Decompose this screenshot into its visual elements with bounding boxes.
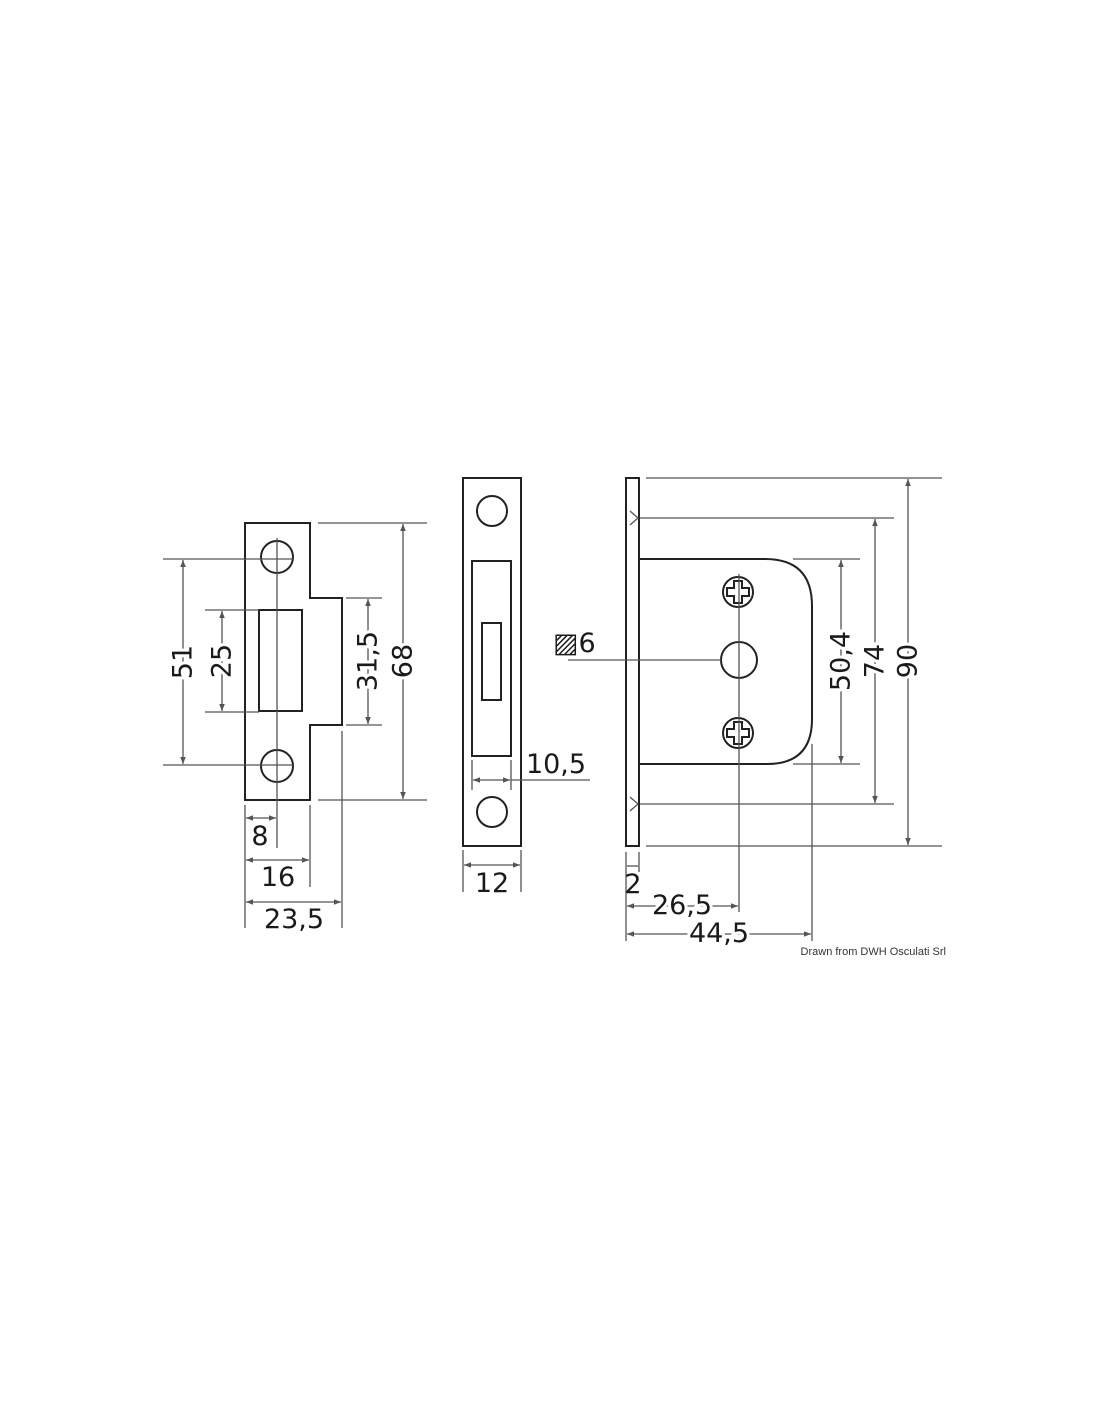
dim-label-square-6: ▨6 <box>553 628 596 659</box>
strike-plate-outline <box>244 522 343 801</box>
dim-label-16: 16 <box>261 862 295 893</box>
fixing-mark <box>629 510 639 526</box>
strike-plate-view: 51 25 31,5 68 8 16 23,5 <box>163 522 427 935</box>
front-plate-top-hole <box>476 495 508 527</box>
lock-front-plate-edge <box>625 477 640 847</box>
dim-label-74: 74 <box>860 644 891 678</box>
drawing-credit: Drawn from DWH Osculati Srl <box>801 946 946 958</box>
dim-label-90: 90 <box>893 644 924 678</box>
dim-label-2: 2 <box>624 869 641 900</box>
front-plate-view: 10,5 12 <box>462 477 590 899</box>
latch-bolt <box>471 560 512 757</box>
dim-label-8: 8 <box>251 821 268 852</box>
front-plate-bottom-hole <box>476 796 508 828</box>
dim-label-12: 12 <box>475 868 509 899</box>
phillips-screw-icon <box>722 576 754 608</box>
dim-label-23-5: 23,5 <box>264 904 324 935</box>
strike-plate-slot <box>258 609 303 712</box>
dim-label-31-5: 31,5 <box>353 631 384 691</box>
dim-label-51: 51 <box>168 645 199 679</box>
dim-label-25: 25 <box>207 644 238 678</box>
dim-label-26-5: 26,5 <box>652 890 712 921</box>
dim-label-10-5: 10,5 <box>526 749 586 780</box>
lock-body-view: ▨6 50,4 74 90 2 26,5 44,5 <box>553 477 942 952</box>
dim-label-50-4: 50,4 <box>826 631 857 691</box>
front-plate-outline <box>462 477 522 847</box>
dim-label-68: 68 <box>388 644 419 678</box>
dim-label-44-5: 44,5 <box>689 918 749 949</box>
latch-bolt-slot <box>481 622 502 701</box>
fixing-mark <box>629 796 639 812</box>
lock-case-outline <box>639 558 813 765</box>
phillips-screw-icon <box>722 717 754 749</box>
